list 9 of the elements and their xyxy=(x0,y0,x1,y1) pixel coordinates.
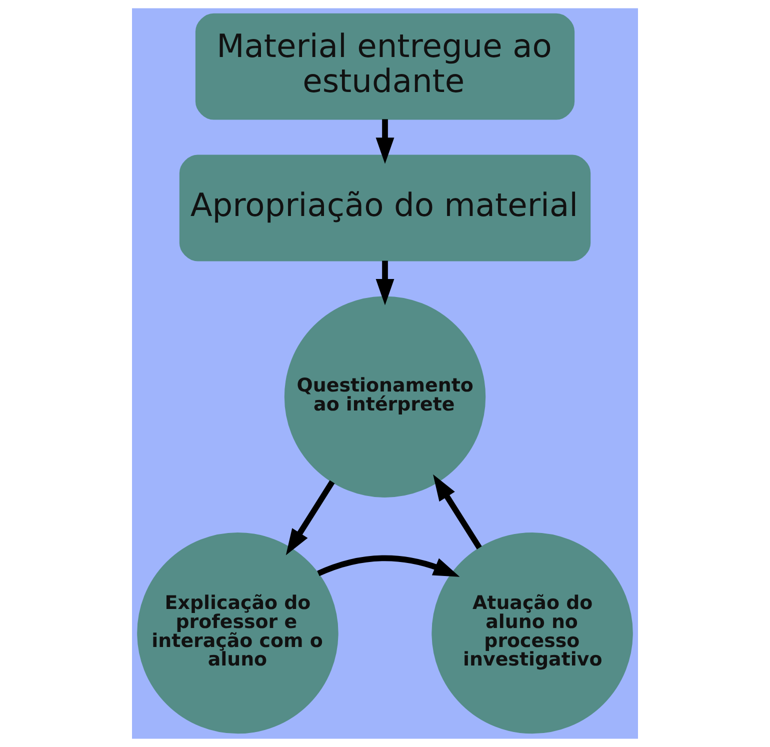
arrow xyxy=(376,260,394,306)
arrow xyxy=(317,555,460,577)
arrow xyxy=(433,474,482,550)
node-circle: Questionamento ao intérprete xyxy=(284,296,486,498)
node-box: Apropriação do material xyxy=(179,154,591,262)
arrow xyxy=(376,119,394,164)
node-box: Material entregue ao estudante xyxy=(195,13,575,120)
arrow xyxy=(286,480,335,556)
node-circle: Explicação do professor e interação com o aluno xyxy=(137,532,338,734)
